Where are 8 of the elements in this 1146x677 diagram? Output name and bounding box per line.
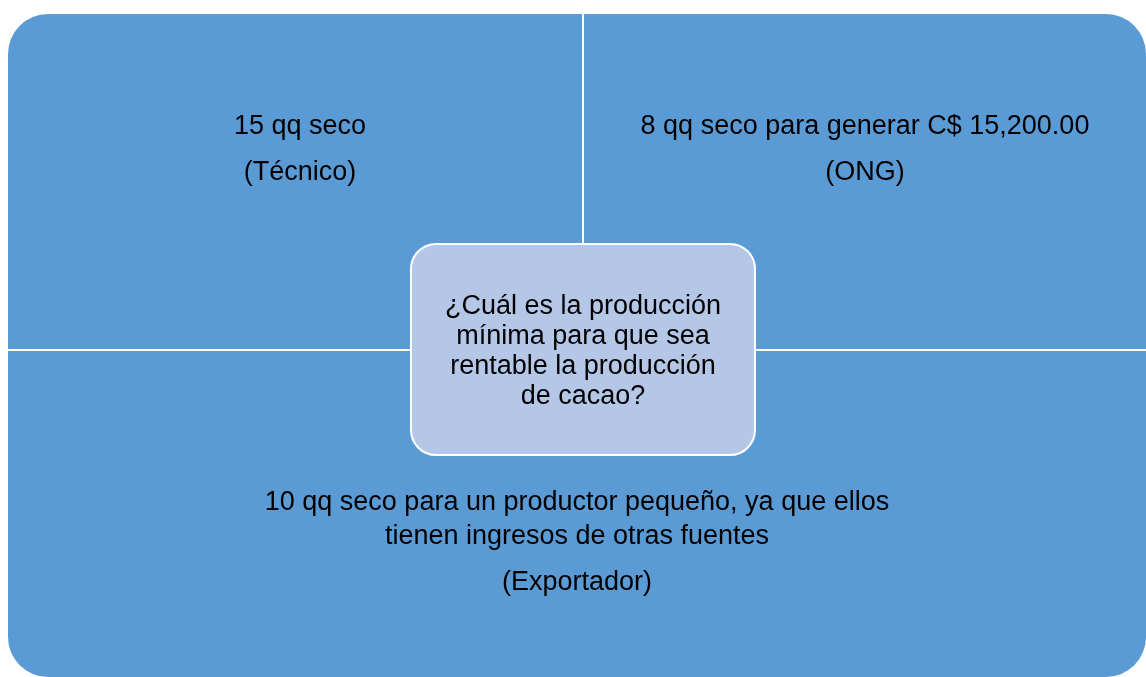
answer-text: 8 qq seco para generar C$ 15,200.00 — [639, 109, 1091, 142]
source-text: (Técnico) — [242, 155, 358, 188]
source-text: (Exportador) — [500, 565, 654, 598]
source-text: (ONG) — [824, 155, 906, 188]
question-box: ¿Cuál es la producción mínima para que sea rentable la producción de cacao? — [410, 243, 756, 456]
answer-text: 15 qq seco — [232, 109, 368, 142]
quadrant-panel — [8, 351, 1146, 677]
answer-text: 10 qq seco para un productor pequeño, ya que ellos tienen ingresos de otras fuentes — [263, 485, 891, 552]
